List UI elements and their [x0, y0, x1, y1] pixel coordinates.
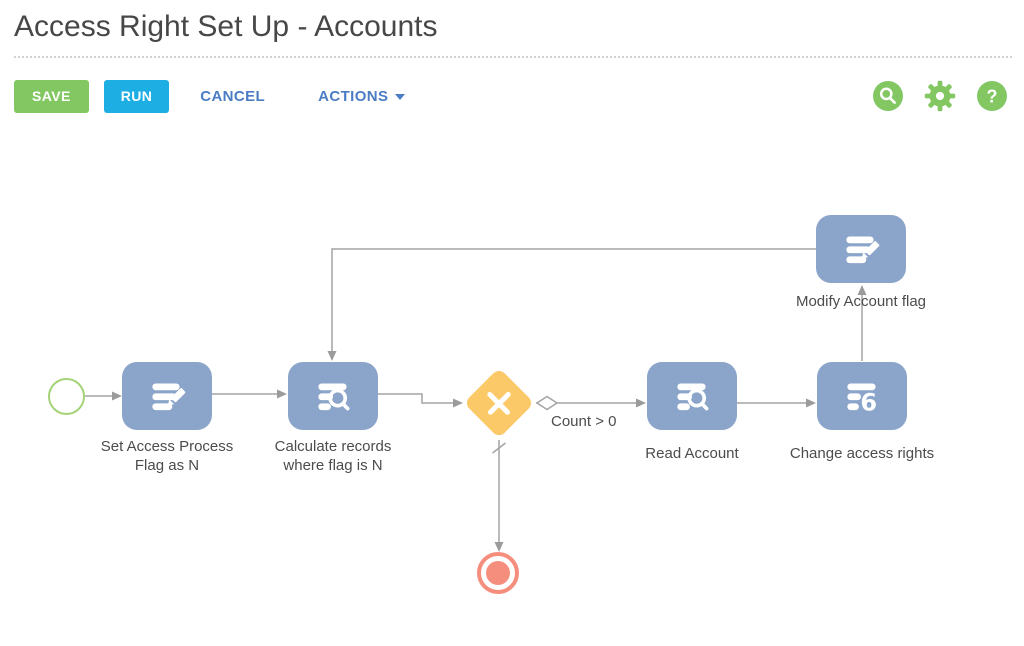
- node-label: Read Account: [645, 445, 739, 462]
- access-rights-icon: 6: [847, 383, 877, 417]
- modify-data-icon: [152, 383, 186, 411]
- node-label: Set Access Process Flag as N: [100, 438, 234, 474]
- task-modify-account-flag[interactable]: [816, 215, 906, 283]
- start-event[interactable]: [48, 378, 85, 415]
- gear-icon[interactable]: [923, 79, 957, 113]
- read-data-icon: [318, 383, 350, 411]
- flow-condition-label: Count > 0: [551, 413, 617, 430]
- help-icon[interactable]: ?: [977, 81, 1007, 111]
- node-label: Modify Account flag: [795, 293, 927, 310]
- toolbar: SAVE RUN CANCEL ACTIONS ?: [14, 79, 1007, 113]
- title-divider: [14, 56, 1012, 58]
- save-button[interactable]: SAVE: [14, 79, 89, 113]
- flow-set-flag-to-calculate[interactable]: [212, 389, 287, 399]
- toolbar-icon-group: ?: [873, 79, 1007, 113]
- flow-gateway-to-end-default[interactable]: [492, 440, 506, 552]
- access-rights-glyph: 6: [860, 389, 877, 417]
- modify-data-icon: [846, 236, 880, 264]
- task-calculate-records[interactable]: [288, 362, 378, 430]
- actions-label: ACTIONS: [318, 87, 389, 105]
- help-glyph: ?: [987, 87, 998, 107]
- page-title: Access Right Set Up - Accounts: [14, 10, 438, 43]
- chevron-down-icon: [395, 94, 406, 100]
- task-set-access-process-flag[interactable]: [122, 362, 212, 430]
- read-data-icon: [677, 383, 709, 411]
- search-icon[interactable]: [873, 81, 903, 111]
- node-label: Calculate records where flag is N: [274, 438, 392, 474]
- end-event[interactable]: [477, 552, 519, 594]
- task-change-access-rights[interactable]: 6: [817, 362, 907, 430]
- node-label: Change access rights: [789, 445, 935, 462]
- flow-calculate-to-gateway[interactable]: [378, 393, 463, 408]
- task-read-account[interactable]: [647, 362, 737, 430]
- cancel-button[interactable]: CANCEL: [200, 87, 266, 105]
- actions-menu-button[interactable]: ACTIONS: [318, 87, 406, 105]
- flow-read-to-change-rights[interactable]: [737, 398, 816, 408]
- run-button[interactable]: RUN: [103, 79, 170, 113]
- flow-modify-to-calculate-loop[interactable]: [327, 248, 817, 361]
- flow-gateway-to-read-account[interactable]: [535, 395, 646, 411]
- flow-start-to-set-flag[interactable]: [85, 391, 122, 401]
- flow-change-rights-to-modify[interactable]: [857, 285, 867, 361]
